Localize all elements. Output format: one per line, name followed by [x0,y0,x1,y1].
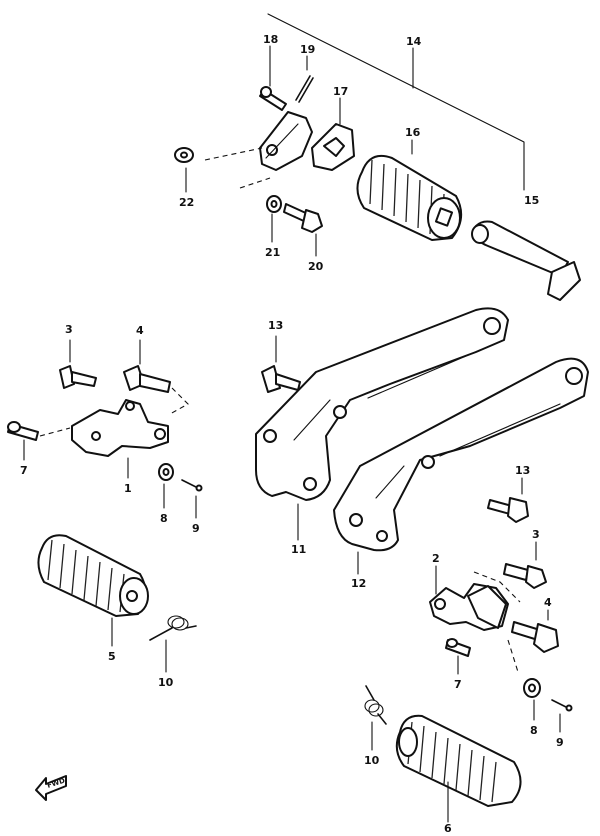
callout-17: 17 [333,85,348,98]
part-10-spring-right [364,685,387,751]
part-3-bolt-right [503,541,547,589]
part-19-cotter-pin [295,55,314,103]
callout-9-right: 9 [556,736,564,749]
callout-16: 16 [405,126,421,139]
callout-5: 5 [108,650,116,663]
forward-arrow-icon [35,775,67,801]
part-20-bolt [283,203,323,257]
part-13-bolt-lower [487,477,529,523]
part-21-washer [266,195,282,243]
callout-20: 20 [308,260,324,273]
callout-4-left: 4 [136,324,144,337]
part-3-bolt-left [59,339,97,389]
part-4-bolt-right [511,609,559,653]
part-8-washer-left [158,463,174,509]
callout-14: 14 [406,35,422,48]
callout-6: 6 [444,822,452,835]
callout-3-right: 3 [532,528,540,541]
right-assembly [364,541,573,823]
part-6-footpeg-rubber [395,714,522,823]
forward-direction-marker: FWD [35,775,67,801]
part-2-bracket-right [429,565,521,673]
callout-3-left: 3 [65,323,73,336]
callout-1: 1 [124,482,132,495]
callout-8-left: 8 [160,512,168,525]
top-footrest-bracket [204,111,313,189]
callout-13-upper: 13 [268,319,283,332]
callout-15: 15 [524,194,539,207]
part-16-footpeg-rubber [356,139,463,241]
part-8-washer-right [523,678,541,721]
callout-8-right: 8 [530,724,538,737]
part-22-washer [174,147,194,193]
part-11-footrest-arm [255,307,509,541]
part-9-cotter-right [551,699,573,733]
callout-10-left: 10 [158,676,174,689]
left-assembly [7,339,203,673]
callout-labels: 18 19 14 17 16 15 22 21 20 3 4 13 7 1 8 … [20,33,564,835]
callout-7-right: 7 [454,678,462,691]
part-17-plate [311,97,355,171]
part-7-pin-right [445,638,471,675]
callout-11: 11 [291,543,306,556]
callout-12: 12 [351,577,366,590]
part-13-bolt-upper [261,335,301,393]
part-7-pin-left [7,421,71,461]
callout-19: 19 [300,43,315,56]
callout-18: 18 [263,33,278,46]
callout-21: 21 [265,246,280,259]
group-bracket-14 [267,13,525,191]
callout-4-right: 4 [544,596,552,609]
part-1-bracket-left [71,399,169,479]
callout-2: 2 [432,552,440,565]
callout-13-lower: 13 [515,464,530,477]
part-4-bolt-left [123,339,189,415]
top-assembly [174,13,581,301]
part-18-pin [259,45,287,111]
part-15-footpeg-shaft [471,220,581,301]
callout-9-left: 9 [192,522,200,535]
part-12-footrest-arm [333,357,589,575]
callout-7-left: 7 [20,464,28,477]
center-assembly [255,307,589,575]
part-9-cotter-left [181,479,203,519]
callout-22: 22 [179,196,194,209]
part-10-spring-left [149,615,197,673]
callout-10-right: 10 [364,754,380,767]
part-5-footpeg-rubber [37,534,149,647]
